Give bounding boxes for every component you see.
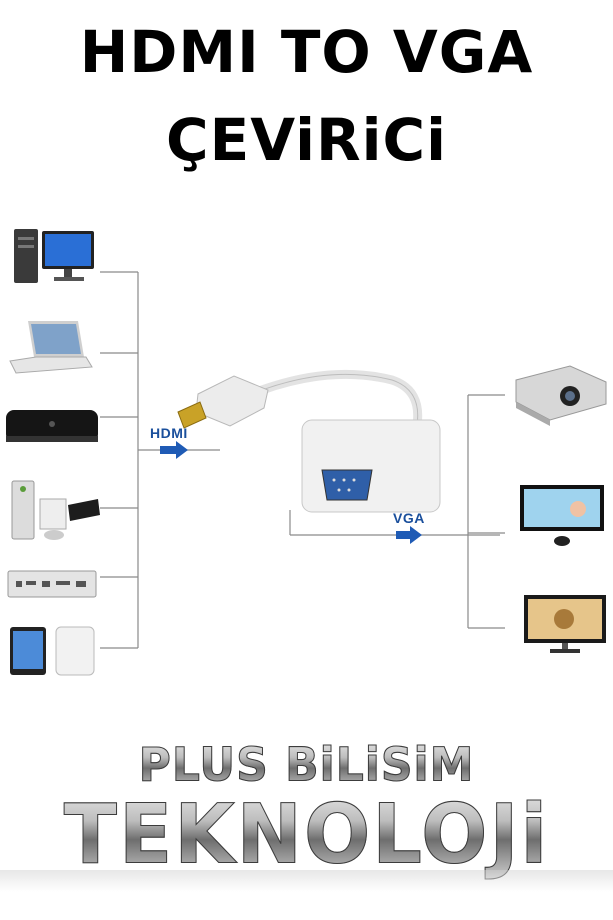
desktop-computer-icon — [14, 229, 94, 283]
hdmi-label: HDMI — [150, 425, 188, 441]
media-box-icon — [6, 410, 98, 442]
hdmi-to-vga-adapter — [177, 369, 441, 513]
mini-pc-icon — [7, 570, 97, 598]
title-line-2: ÇEViRiCi — [166, 106, 447, 174]
title-line-1: HDMI TO VGA — [79, 18, 534, 86]
tv-icon — [524, 595, 606, 653]
game-console-icon — [11, 480, 100, 540]
vga-label: VGA — [393, 510, 425, 526]
brand-reflection — [0, 870, 613, 892]
laptop-icon — [9, 321, 93, 374]
connector-lines — [100, 271, 505, 649]
brand-line-2: TEKNOLOJi — [0, 787, 613, 883]
brand-line-1: PLUS BiLiSiM — [0, 738, 613, 793]
connection-diagram: HDMI VGA — [0, 195, 613, 715]
monitor-icon — [520, 485, 604, 546]
projector-icon — [515, 365, 607, 426]
tablet-icon — [10, 626, 95, 676]
